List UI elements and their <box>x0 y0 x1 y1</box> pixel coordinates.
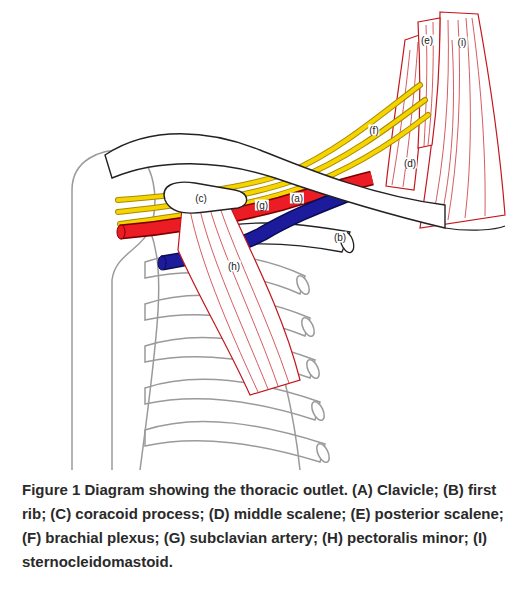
figure-caption: Figure 1 Diagram showing the thoracic ou… <box>22 478 514 574</box>
sternum-edge <box>445 226 505 230</box>
callout-letter: (h) <box>227 261 241 272</box>
scapula-border <box>140 230 159 470</box>
rib-end <box>314 442 332 464</box>
anatomy-illustration <box>0 0 528 470</box>
callout-letter: (i) <box>457 37 468 48</box>
clavicle-bone <box>105 134 445 228</box>
rib-end <box>309 400 327 422</box>
muscle-fibers <box>190 208 289 392</box>
pectoralis-minor <box>178 206 300 395</box>
callout-letter: (d) <box>403 158 417 169</box>
callout-letter: (c) <box>194 193 208 204</box>
callout-letter: (b) <box>333 232 347 243</box>
pectoralis-minor-muscle <box>178 206 300 395</box>
rib-outline <box>145 379 320 420</box>
callout-letter: (e) <box>420 35 434 46</box>
bones-background <box>72 150 332 470</box>
neck-muscles <box>386 12 505 228</box>
rib-end <box>304 358 322 380</box>
callout-letter: (g) <box>255 200 269 211</box>
rib-end <box>294 274 312 296</box>
callout-letter: (f) <box>368 125 379 136</box>
rib-end <box>299 316 317 338</box>
artery-end <box>117 225 125 239</box>
coracoid-process <box>164 182 247 213</box>
vein-end <box>158 256 166 270</box>
callout-letter: (a) <box>290 193 304 204</box>
